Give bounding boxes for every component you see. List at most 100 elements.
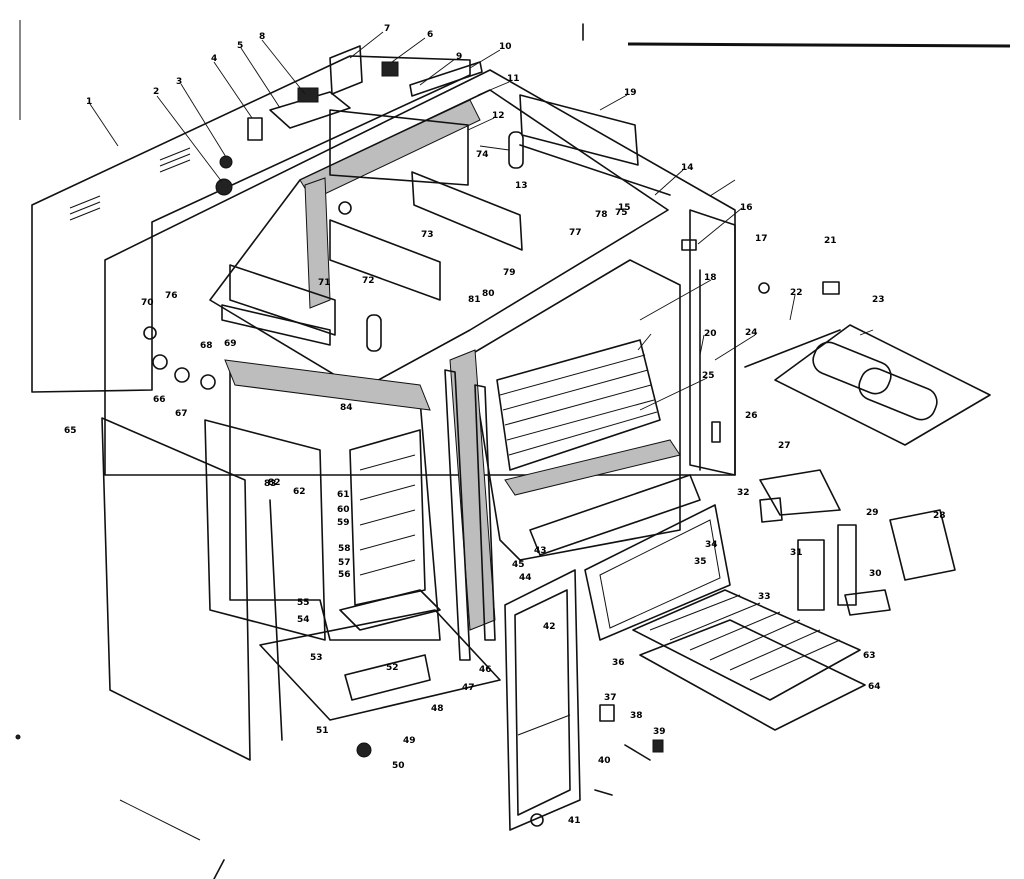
tray-55 <box>339 589 441 631</box>
inner-door-36-frame <box>514 589 571 816</box>
knob-66 <box>152 354 168 370</box>
broiler-pan-64 <box>639 619 866 731</box>
rack-25 <box>496 339 661 471</box>
switch-4 <box>247 117 263 141</box>
clip-32 <box>759 497 783 523</box>
back-panel <box>31 55 471 393</box>
callout-14: 14 <box>681 163 694 173</box>
callout-79: 79 <box>503 268 516 278</box>
callout-13: 13 <box>515 181 528 191</box>
callout-54: 54 <box>297 615 310 625</box>
callout-11: 11 <box>507 74 520 84</box>
callout-80: 80 <box>482 289 495 299</box>
callout-42: 42 <box>543 622 556 632</box>
strip-9 <box>409 61 483 97</box>
callout-77: 77 <box>569 228 582 238</box>
callout-5: 5 <box>237 41 243 51</box>
callout-53: 53 <box>310 653 323 663</box>
callout-33: 33 <box>758 592 771 602</box>
upper-oven-cavity <box>469 259 681 561</box>
callout-57: 57 <box>338 558 351 568</box>
pin-41 <box>530 813 544 827</box>
rail-35 <box>529 474 701 556</box>
callout-44: 44 <box>519 573 532 583</box>
scan-mark-bottom <box>213 859 225 879</box>
callout-39: 39 <box>653 727 666 737</box>
callout-21: 21 <box>824 236 837 246</box>
callout-35: 35 <box>694 557 707 567</box>
callout-84: 84 <box>340 403 353 413</box>
callout-68: 68 <box>200 341 213 351</box>
screw-17 <box>758 282 770 294</box>
baffle-13 <box>411 171 523 251</box>
tube-72 <box>366 314 382 352</box>
knob-2 <box>215 178 233 196</box>
callout-1: 1 <box>86 97 92 107</box>
callout-8: 8 <box>259 32 265 42</box>
callout-73: 73 <box>421 230 434 240</box>
callout-27: 27 <box>778 441 791 451</box>
callout-19: 19 <box>624 88 637 98</box>
callout-6: 6 <box>427 30 433 40</box>
inner-door-36 <box>504 569 581 831</box>
leader-lines <box>89 31 874 411</box>
callout-56: 56 <box>338 570 351 580</box>
callout-18: 18 <box>704 273 717 283</box>
callout-55: 55 <box>297 598 310 608</box>
scan-mark-bottom-left <box>119 799 201 841</box>
callout-10: 10 <box>499 42 512 52</box>
knob-3 <box>219 155 233 169</box>
callout-41: 41 <box>568 816 581 826</box>
rack-25-wires <box>499 354 658 456</box>
rail-14 <box>519 144 671 196</box>
callout-3: 3 <box>176 77 182 87</box>
callout-4: 4 <box>211 54 217 64</box>
door-window-33 <box>584 504 731 641</box>
callout-49: 49 <box>403 736 416 746</box>
callout-45: 45 <box>512 560 525 570</box>
callout-83: 83 <box>264 479 277 489</box>
callout-67: 67 <box>175 409 188 419</box>
callout-26: 26 <box>745 411 758 421</box>
strip-47 <box>444 369 471 661</box>
callout-76: 76 <box>165 291 178 301</box>
callout-28: 28 <box>933 511 946 521</box>
bracket-16 <box>681 239 697 251</box>
callout-43: 43 <box>534 546 547 556</box>
callout-61: 61 <box>337 490 350 500</box>
callout-20: 20 <box>704 329 717 339</box>
lower-oven-cavity <box>229 369 441 641</box>
callout-81: 81 <box>468 295 481 305</box>
bracket-27 <box>759 469 841 516</box>
callout-60: 60 <box>337 505 350 515</box>
clip-6 <box>381 61 399 77</box>
callout-22: 22 <box>790 288 803 298</box>
tray-52 <box>344 654 431 701</box>
callout-62: 62 <box>293 487 306 497</box>
callout-66: 66 <box>153 395 166 405</box>
callout-2: 2 <box>153 87 159 97</box>
screw-38 <box>624 744 651 761</box>
callout-51: 51 <box>316 726 329 736</box>
callout-69: 69 <box>224 339 237 349</box>
callout-36: 36 <box>612 658 625 668</box>
insulation-left <box>304 177 331 309</box>
tray-23-recess-a <box>812 341 892 395</box>
door-window-33-glass <box>599 519 721 629</box>
pin-40 <box>594 789 613 796</box>
callout-38: 38 <box>630 711 643 721</box>
callout-25: 25 <box>702 371 715 381</box>
callout-70: 70 <box>141 298 154 308</box>
callout-58: 58 <box>338 544 351 554</box>
knob-67 <box>174 367 190 383</box>
callout-74: 74 <box>476 150 489 160</box>
strip-46 <box>474 384 496 641</box>
nut-39 <box>652 739 664 753</box>
callout-65: 65 <box>64 426 77 436</box>
rack-frame <box>349 429 426 606</box>
knob-68 <box>200 374 216 390</box>
callout-82: 82 <box>268 478 281 488</box>
callout-23: 23 <box>872 295 885 305</box>
callout-24: 24 <box>745 328 758 338</box>
